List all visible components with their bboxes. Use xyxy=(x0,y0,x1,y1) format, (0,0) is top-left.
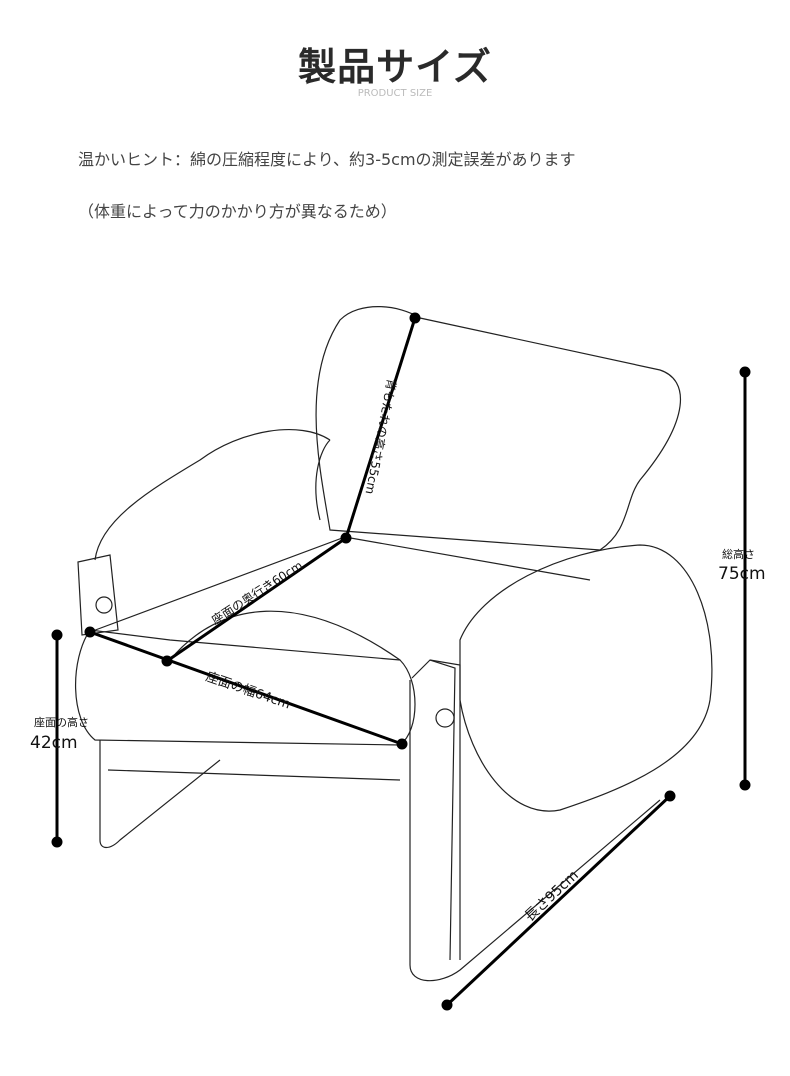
hint-text: 温かいヒント：綿の圧縮程度により、約3-5cmの測定誤差があります xyxy=(78,150,576,169)
total-height-value: 75cm xyxy=(718,564,766,584)
seat-width-label: 座面の幅64cm xyxy=(204,670,292,713)
seat-height-label: 座面の高さ xyxy=(34,715,89,729)
hint-note: （体重によって力のかかり方が異なるため） xyxy=(78,202,397,221)
total-height-label: 総高さ xyxy=(722,547,755,561)
seat-height-value: 42cm xyxy=(30,733,78,753)
seat-depth-label: 座面の奥行き60cm xyxy=(208,557,305,627)
length-label: 長さ95cm xyxy=(522,867,582,925)
back-height-label: 背もたれの高さ55cm xyxy=(363,377,400,495)
dimension-lines xyxy=(51,312,751,1011)
page-title: 製品サイズ xyxy=(298,45,492,89)
page-subtitle: PRODUCT SIZE xyxy=(357,88,433,99)
